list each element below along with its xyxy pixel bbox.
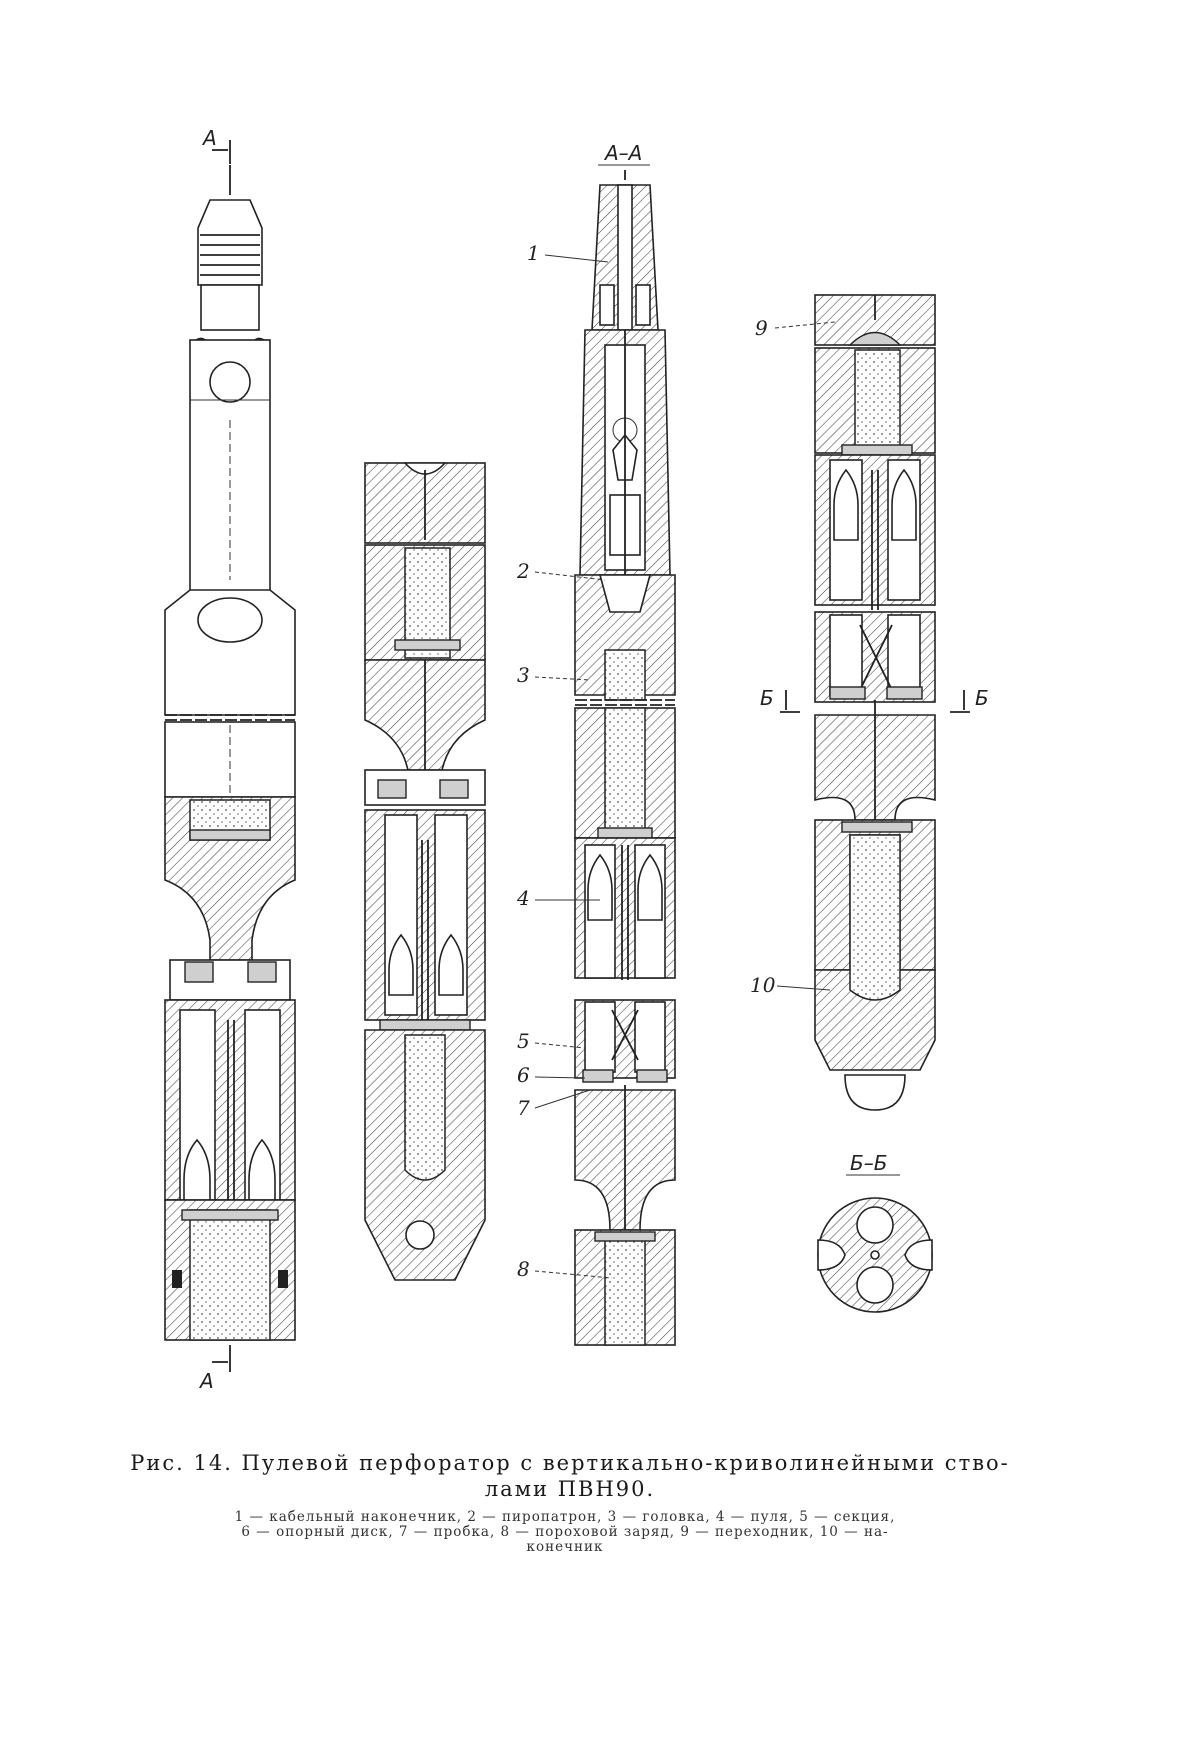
callout-6: 6 bbox=[517, 1063, 586, 1087]
section-bb-title-label: Б–Б bbox=[850, 1151, 887, 1175]
callout-3-label: 3 bbox=[517, 663, 530, 687]
callout-7: 7 bbox=[517, 1089, 591, 1120]
caption-title-line-2: лами ПВН90. bbox=[484, 1477, 656, 1501]
callout-7-label: 7 bbox=[517, 1096, 530, 1120]
section-aa-title: А–А bbox=[598, 141, 650, 166]
section-mark-a-bottom: А bbox=[198, 1345, 231, 1393]
callout-4: 4 bbox=[516, 886, 600, 910]
callout-9: 9 bbox=[755, 316, 836, 340]
section-mark-b-right: Б bbox=[950, 686, 989, 713]
callout-5: 5 bbox=[517, 1029, 586, 1053]
sectioned-tool-view bbox=[364, 462, 486, 1281]
section-mark-a-top: А bbox=[201, 126, 231, 164]
section-mark-a-top-label: А bbox=[201, 126, 217, 150]
callout-1-label: 1 bbox=[527, 241, 540, 265]
callout-3: 3 bbox=[517, 663, 591, 687]
section-aa-title-label: А–А bbox=[603, 141, 642, 165]
exterior-view: А bbox=[164, 126, 296, 1393]
thread-ribs bbox=[200, 234, 260, 276]
section-bb-title: Б–Б bbox=[846, 1151, 900, 1176]
callout-8: 8 bbox=[517, 1257, 613, 1281]
perforator-technical-drawing: А bbox=[164, 126, 989, 1393]
caption-title-line-1: Рис. 14. Пулевой перфоратор с вертикальн… bbox=[130, 1451, 1010, 1475]
callout-5-label: 5 bbox=[517, 1029, 530, 1053]
callout-10: 10 bbox=[750, 973, 831, 997]
callout-4-label: 4 bbox=[516, 886, 530, 910]
section-mark-b-left-label: Б bbox=[760, 686, 774, 710]
callout-1: 1 bbox=[527, 241, 609, 265]
callout-9-label: 9 bbox=[755, 316, 768, 340]
legend-line-3: конечник bbox=[526, 1539, 604, 1555]
callout-2: 2 bbox=[516, 559, 606, 583]
callout-10-label: 10 bbox=[750, 973, 776, 997]
right-section-view: 9 Б Б bbox=[750, 294, 989, 1111]
callout-2-label: 2 bbox=[516, 559, 530, 583]
section-bb-view: Б–Б bbox=[817, 1151, 933, 1313]
legend-line-1: 1 — кабельный наконечник, 2 — пиропатрон… bbox=[234, 1509, 896, 1525]
callout-8-label: 8 bbox=[517, 1257, 530, 1281]
figure-caption: Рис. 14. Пулевой перфоратор с вертикальн… bbox=[130, 1450, 1010, 1502]
section-mark-a-bottom-label: А bbox=[198, 1369, 214, 1393]
section-aa-view: А–А bbox=[516, 141, 676, 1346]
section-mark-b-left: Б bbox=[760, 686, 800, 713]
figure-legend: 1 — кабельный наконечник, 2 — пиропатрон… bbox=[140, 1510, 990, 1555]
section-mark-b-right-label: Б bbox=[975, 686, 989, 710]
legend-line-2: 6 — опорный диск, 7 — пробка, 8 — порохо… bbox=[241, 1524, 889, 1540]
callout-6-label: 6 bbox=[517, 1063, 530, 1087]
